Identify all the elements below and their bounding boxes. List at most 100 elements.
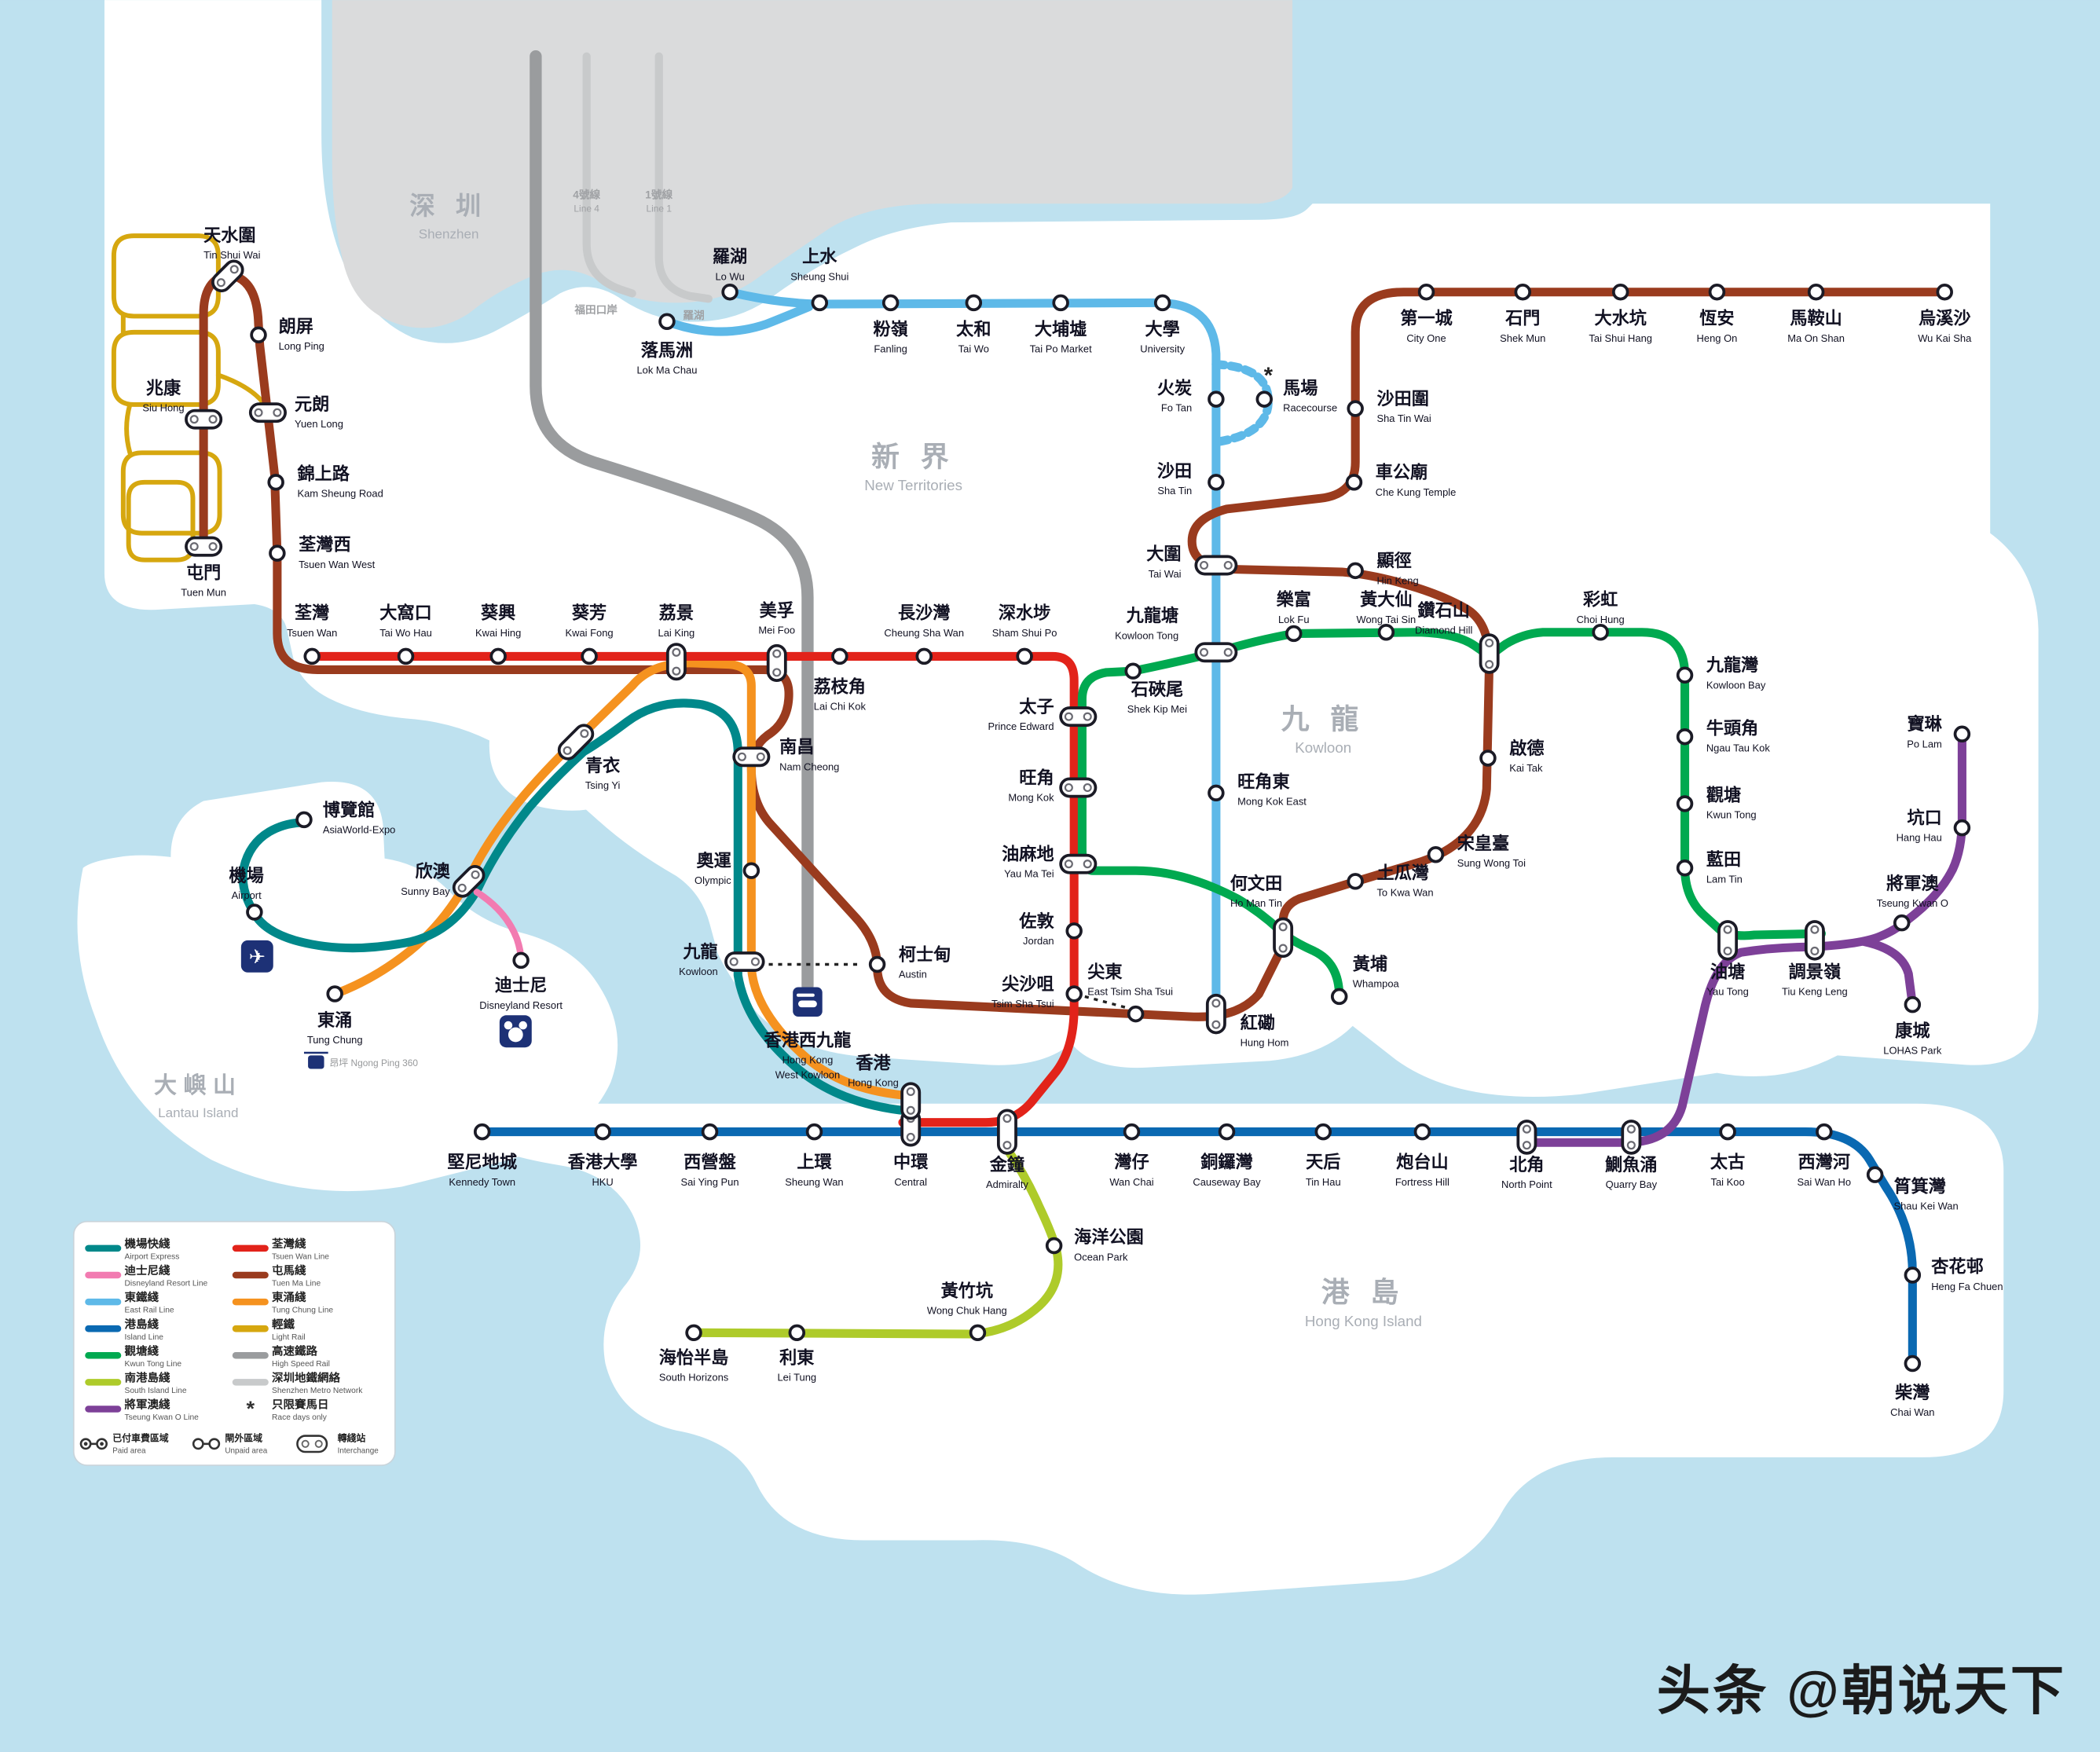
legend-label-zh: 港島綫 [125,1317,159,1331]
station-label-en: Kwun Tong [1706,809,1757,821]
station-label-en: Wong Chuk Hang [927,1304,1007,1316]
interchange-marker [1479,633,1500,674]
station-label-zh: 金鐘 [989,1155,1024,1175]
station-label-zh: 大圍 [1146,544,1181,564]
station-marker [1953,725,1971,743]
legend-label-zh: 只限賽馬日 [272,1398,328,1412]
station-marker [1708,284,1726,301]
station-label-zh: 杏花邨 [1931,1257,1983,1277]
station-marker [658,313,676,330]
station-label-en: Tsim Sha Tsui [991,998,1054,1010]
station-label-en: Mong Kok East [1237,796,1307,808]
interchange-dot [1278,922,1288,932]
station-label-zh: 鰂魚涌 [1605,1155,1657,1175]
legend-label-en: Light Rail [272,1333,306,1342]
station-label-en: Whampoa [1353,977,1400,989]
station-label-en: Lok Fu [1278,614,1310,625]
station-marker [1893,914,1911,932]
station-marker [1904,1266,1922,1284]
interchange-dot [1083,860,1092,869]
station-label-en: Sham Shui Po [992,627,1057,639]
line-shenzhen-metro [582,52,713,303]
station-marker [881,294,900,312]
legend-label-zh: 輕鐵 [272,1317,295,1331]
station-label-zh: 大窩口 [379,603,431,623]
station-marker [1676,666,1694,684]
station-label-zh: 銅鑼灣 [1200,1153,1252,1172]
station-marker [915,647,933,665]
interchange-marker [724,951,765,973]
interchange-dot [672,666,681,676]
station-label-en: Shek Kip Mei [1127,703,1187,715]
station-label-zh: 香港大學 [568,1153,638,1172]
interchange-marker [1273,917,1294,958]
station-marker [742,862,760,879]
station-label-en: Sheung Shui [790,270,848,282]
interchange-dot [254,408,263,417]
station-label-en: Tiu Keng Leng [1782,986,1848,998]
region-en: Shenzhen [419,227,479,242]
interchange-marker [185,536,223,557]
symbol-circle [208,1438,221,1450]
station-label-en: Lai Chi Kok [814,701,867,713]
legend-label-en: Airport Express [125,1253,180,1262]
station-label-zh: 旺角東 [1237,772,1290,791]
interchange-dot [471,870,480,879]
landmass-airport-island [170,781,387,974]
station-label-en: South Horizons [659,1372,728,1384]
line-path-east-rail [662,302,814,336]
interchange-marker [766,643,787,682]
station-marker [489,647,507,665]
interchange-dot [906,1087,915,1097]
airplane-glyph: ✈ [249,947,266,969]
station-wong-chuk-hang: 黃竹坑 Wong Chuk Hang [927,1281,1007,1342]
station-marker [685,1324,702,1342]
interchange-symbol [296,1435,328,1453]
station-label-en: University [1140,343,1185,354]
station-label-en: Airport [232,889,262,901]
station-label-zh: 尖沙咀 [1002,974,1054,994]
station-label-zh: 黃竹坑 [940,1281,993,1300]
station-label-en: Hang Hau [1897,832,1942,844]
legend-label-en: Shenzhen Metro Network [272,1387,363,1395]
station-label-zh: 南昌 [779,737,814,757]
station-label-en: Mei Foo [758,624,795,636]
interchange-dot [1810,946,1820,956]
station-marker [1065,985,1083,1002]
station-label-en: Tsing Yi [585,779,621,791]
station-label-zh: 太子 [1019,697,1054,717]
station-label-zh: 筲箕灣 [1893,1176,1945,1196]
interchange-marker [185,409,223,430]
station-marker [1611,284,1629,301]
region-en: Hong Kong Island [1305,1313,1422,1329]
station-label-zh: 觀塘 [1706,786,1741,805]
station-label-zh: 油塘 [1710,962,1745,982]
line-path-shenzhen-metro [582,52,636,298]
station-label-zh: 荔景 [659,603,694,623]
station-marker [1208,784,1225,802]
